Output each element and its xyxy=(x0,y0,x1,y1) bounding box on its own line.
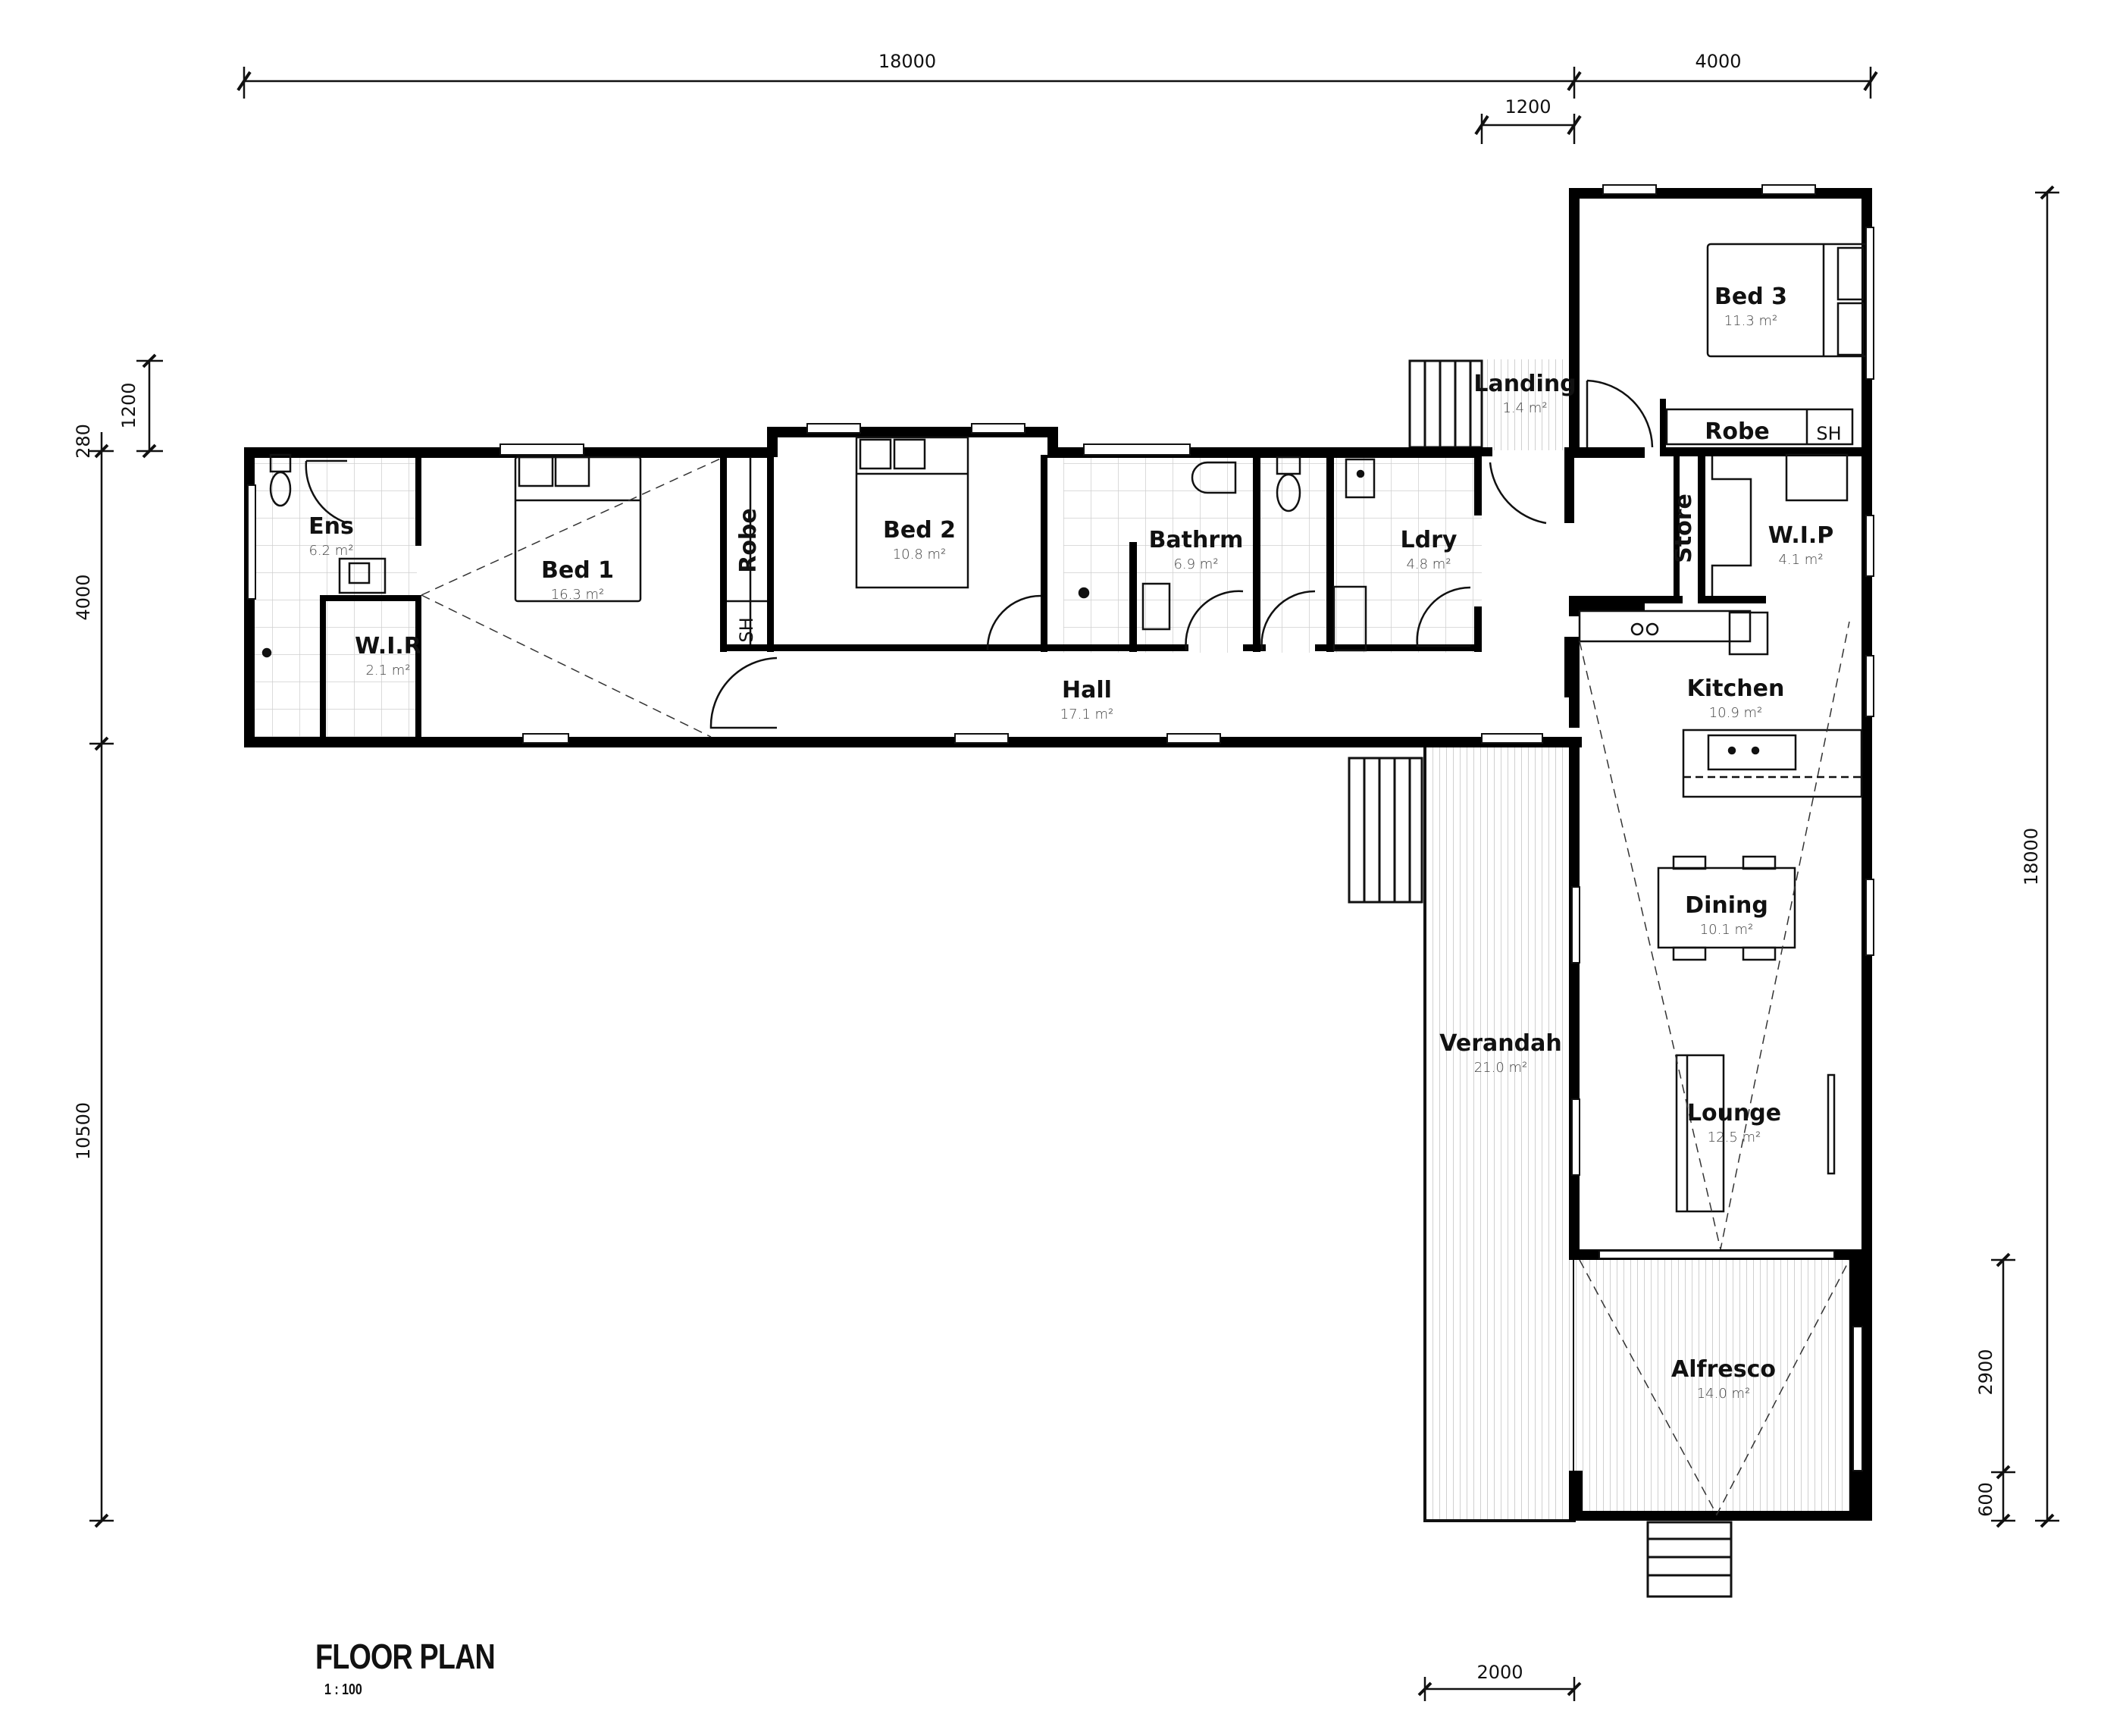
room-landing: Landing 1.4 m² xyxy=(1473,373,1576,415)
windows xyxy=(247,184,1874,1471)
alfresco-stairs xyxy=(1646,1521,1733,1598)
dim-left-280: 280 xyxy=(73,424,94,459)
floor-finishes xyxy=(250,359,1855,1522)
verandah-stairs xyxy=(1348,757,1423,904)
room-wip: W.I.P 4.1 m² xyxy=(1768,525,1834,567)
room-bed2-area: 10.8 m² xyxy=(892,547,947,562)
alfresco-deck xyxy=(1574,1260,1855,1521)
room-dining-area: 10.1 m² xyxy=(1699,922,1754,938)
room-bed2-name: Bed 2 xyxy=(882,517,957,544)
room-bed3: Bed 3 11.3 m² xyxy=(1714,286,1787,328)
room-bathrm-name: Bathrm xyxy=(1148,527,1244,553)
room-store-name: Store xyxy=(1670,494,1697,563)
room-wir-name: W.I.R xyxy=(355,633,421,660)
room-bed3-name: Bed 3 xyxy=(1714,284,1788,310)
room-wip-area: 4.1 m² xyxy=(1778,552,1824,568)
bed2-bed xyxy=(855,436,969,589)
room-lounge-name: Lounge xyxy=(1686,1100,1782,1127)
room-hall-area: 17.1 m² xyxy=(1060,707,1114,722)
room-bed3-area: 11.3 m² xyxy=(1724,313,1778,329)
robe1-shelf-label: SH xyxy=(736,617,757,643)
room-bed1-area: 16.3 m² xyxy=(550,587,605,603)
robe3-shelf-label: SH xyxy=(1816,423,1842,444)
room-robe3-name: Robe xyxy=(1705,418,1770,445)
room-robe1: Robe xyxy=(735,508,762,573)
wc-tile-floor xyxy=(1260,457,1326,653)
landing-deck xyxy=(1482,359,1565,450)
dim-bottom-2000: 2000 xyxy=(1476,1662,1523,1683)
dining-table xyxy=(1657,866,1796,949)
dim-top-overall-right: 4000 xyxy=(1695,51,1742,72)
room-lounge: Lounge 12.5 m² xyxy=(1687,1102,1781,1145)
room-bathrm-area: 6.9 m² xyxy=(1173,556,1219,572)
room-dining-name: Dining xyxy=(1685,892,1768,919)
room-kitchen: Kitchen 10.9 m² xyxy=(1687,678,1785,720)
room-wir: W.I.R 2.1 m² xyxy=(355,635,421,678)
dim-top-offset: 1200 xyxy=(1505,96,1551,118)
verandah-deck xyxy=(1423,742,1576,1522)
lounge-sofa xyxy=(1675,1054,1725,1213)
kitchen-island xyxy=(1682,729,1863,798)
room-verandah-area: 21.0 m² xyxy=(1473,1060,1528,1076)
dim-top-overall-left: 18000 xyxy=(878,51,937,72)
dim-right-18000: 18000 xyxy=(2021,827,2042,886)
room-ldry: Ldry 4.8 m² xyxy=(1401,529,1458,572)
dimension-lines xyxy=(89,67,2059,1701)
room-lounge-area: 12.5 m² xyxy=(1707,1130,1761,1145)
room-dining: Dining 10.1 m² xyxy=(1685,895,1768,937)
room-ens-name: Ens xyxy=(308,513,354,540)
room-hall: Hall 17.1 m² xyxy=(1060,679,1114,722)
dim-left-1200: 1200 xyxy=(118,382,139,429)
room-bed1: Bed 1 16.3 m² xyxy=(541,559,614,602)
room-landing-name: Landing xyxy=(1473,371,1577,397)
room-kitchen-name: Kitchen xyxy=(1686,675,1785,702)
ldry-tile-floor xyxy=(1334,457,1482,653)
room-verandah-name: Verandah xyxy=(1439,1030,1562,1057)
room-bed1-name: Bed 1 xyxy=(540,557,615,584)
room-hall-name: Hall xyxy=(1062,677,1112,703)
room-kitchen-area: 10.9 m² xyxy=(1708,705,1763,721)
drawing-title: FLOOR PLAN xyxy=(315,1637,496,1676)
robe1-shelf: SH xyxy=(736,617,757,642)
room-store: Store xyxy=(1670,494,1697,563)
dim-left-4000: 4000 xyxy=(73,574,94,621)
dim-right-2900: 2900 xyxy=(1975,1349,1996,1396)
room-bed2: Bed 2 10.8 m² xyxy=(883,519,956,562)
room-ldry-area: 4.8 m² xyxy=(1406,556,1451,572)
room-robe1-name: Robe xyxy=(735,508,762,573)
room-landing-area: 1.4 m² xyxy=(1502,400,1548,416)
dim-left-10500: 10500 xyxy=(73,1101,94,1161)
room-verandah: Verandah 21.0 m² xyxy=(1439,1033,1561,1075)
dim-right-600: 600 xyxy=(1975,1482,1996,1517)
drawing-scale: 1 : 100 xyxy=(324,1681,362,1698)
room-bathrm: Bathrm 6.9 m² xyxy=(1149,529,1244,572)
room-wip-name: W.I.P xyxy=(1768,522,1834,549)
room-ens: Ens 6.2 m² xyxy=(308,515,354,558)
stairs xyxy=(1348,359,1733,1598)
room-ldry-name: Ldry xyxy=(1400,527,1458,553)
room-alfresco-area: 14.0 m² xyxy=(1696,1386,1751,1402)
room-robe3: Robe xyxy=(1705,421,1770,443)
robe3-shelf: SH xyxy=(1816,423,1841,444)
room-alfresco: Alfresco 14.0 m² xyxy=(1671,1358,1776,1401)
room-alfresco-name: Alfresco xyxy=(1671,1356,1776,1383)
room-ens-area: 6.2 m² xyxy=(308,543,354,559)
bathrm-tile-floor xyxy=(1063,457,1253,653)
room-wir-area: 2.1 m² xyxy=(365,663,411,678)
